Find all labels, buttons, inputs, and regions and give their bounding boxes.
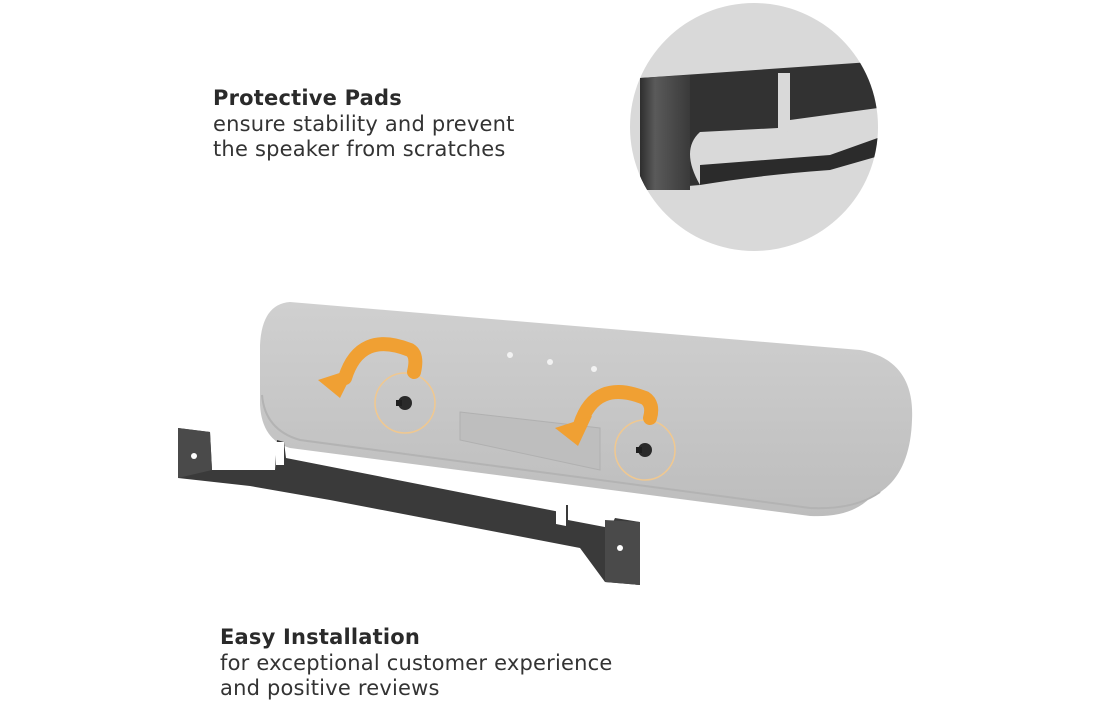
speaker-button xyxy=(591,366,597,372)
bracket-edge-detail xyxy=(640,60,878,190)
bracket-hole xyxy=(191,453,197,459)
zoom-detail-circle xyxy=(630,3,878,251)
feature-protective-pads: Protective Pads ensure stability and pre… xyxy=(213,86,633,163)
feature-description-line: and positive reviews xyxy=(220,676,440,701)
feature-description-line: the speaker from scratches xyxy=(213,137,506,162)
screw-icon xyxy=(396,396,412,410)
curved-arrow-icon xyxy=(318,337,423,398)
bracket-hole xyxy=(617,545,623,551)
speaker-button xyxy=(547,359,553,365)
speaker-button xyxy=(507,352,513,358)
feature-description-line: for exceptional customer experience xyxy=(220,650,613,675)
feature-title: Protective Pads xyxy=(213,86,402,110)
feature-title: Easy Installation xyxy=(220,625,421,649)
wall-bracket xyxy=(178,428,640,585)
screw-icon xyxy=(636,443,652,457)
feature-description-line: ensure stability and prevent xyxy=(213,111,515,136)
mounting-point-highlight xyxy=(374,372,436,434)
feature-easy-installation: Easy Installation for exceptional custom… xyxy=(220,625,740,702)
curved-arrow-icon xyxy=(555,385,659,446)
